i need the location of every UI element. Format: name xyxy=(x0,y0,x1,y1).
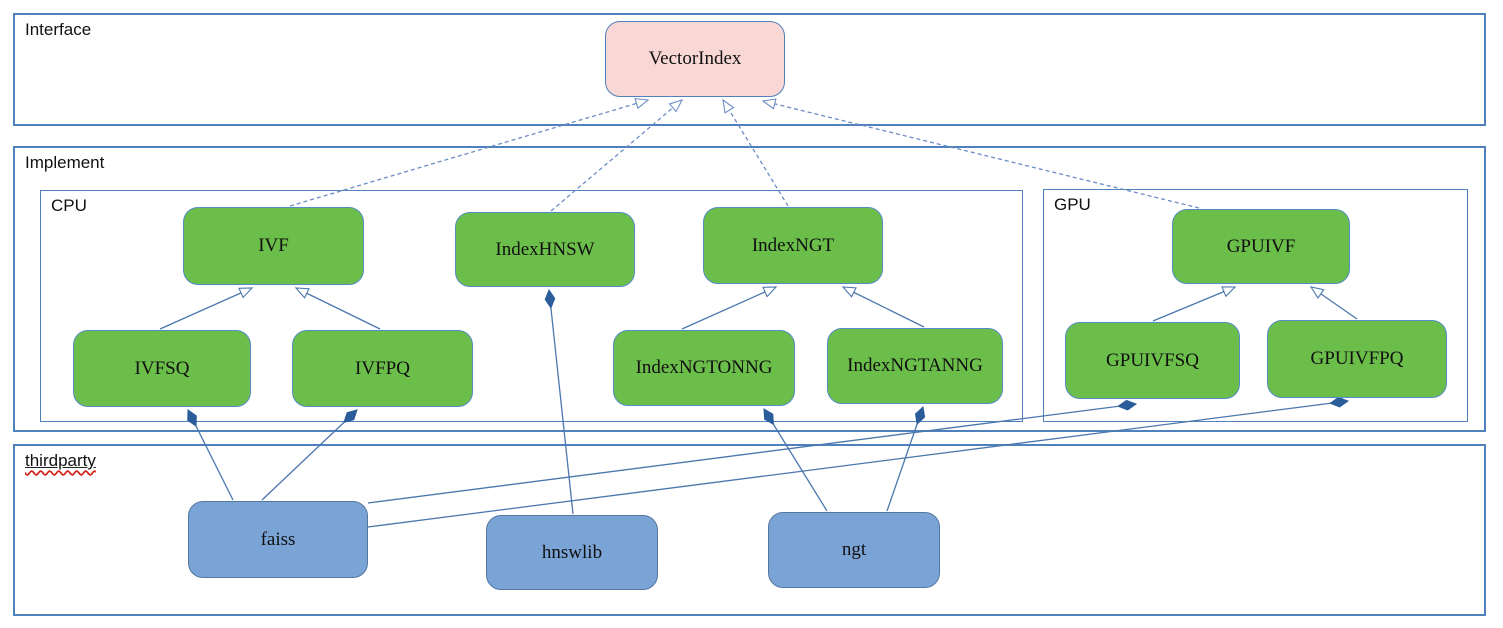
node-ivf: IVF xyxy=(183,207,364,285)
node-hnswlib-label: hnswlib xyxy=(541,541,603,563)
node-gpuivfpq: GPUIVFPQ xyxy=(1267,320,1447,398)
node-ivfpq: IVFPQ xyxy=(292,330,473,407)
node-gpuivf-label: GPUIVF xyxy=(1226,235,1296,257)
node-vectorindex: VectorIndex xyxy=(605,21,785,97)
node-indexngtanng: IndexNGTANNG xyxy=(827,328,1003,404)
node-ngt: ngt xyxy=(768,512,940,588)
node-indexngtonng-label: IndexNGTONNG xyxy=(635,357,773,378)
node-gpuivfsq: GPUIVFSQ xyxy=(1065,322,1240,399)
node-indexhnsw: IndexHNSW xyxy=(455,212,635,287)
node-gpuivfsq-label: GPUIVFSQ xyxy=(1106,349,1199,371)
container-thirdparty-label-text: thirdparty xyxy=(25,451,96,470)
node-gpuivfpq-label: GPUIVFPQ xyxy=(1310,348,1404,369)
container-thirdparty-label: thirdparty xyxy=(25,451,96,471)
node-indexngt-label: IndexNGT xyxy=(751,234,835,256)
node-faiss-label: faiss xyxy=(260,528,296,550)
node-ngt-label: ngt xyxy=(841,539,867,560)
node-ivfsq: IVFSQ xyxy=(73,330,251,407)
node-ivfsq-label: IVFSQ xyxy=(134,357,190,379)
container-gpu-label: GPU xyxy=(1054,195,1091,214)
container-implement-label: Implement xyxy=(25,153,105,172)
node-indexngt: IndexNGT xyxy=(703,207,883,284)
node-vectorindex-label: VectorIndex xyxy=(648,48,742,69)
node-ivfpq-label: IVFPQ xyxy=(355,357,410,379)
node-ivf-label: IVF xyxy=(258,235,289,256)
node-hnswlib: hnswlib xyxy=(486,515,658,590)
node-indexhnsw-label: IndexHNSW xyxy=(495,238,595,260)
node-gpuivf: GPUIVF xyxy=(1172,209,1350,284)
node-indexngtanng-label: IndexNGTANNG xyxy=(847,355,983,376)
container-cpu-label: CPU xyxy=(51,196,87,215)
node-indexngtonng: IndexNGTONNG xyxy=(613,330,795,406)
node-faiss: faiss xyxy=(188,501,368,578)
container-interface-label: Interface xyxy=(25,20,92,39)
